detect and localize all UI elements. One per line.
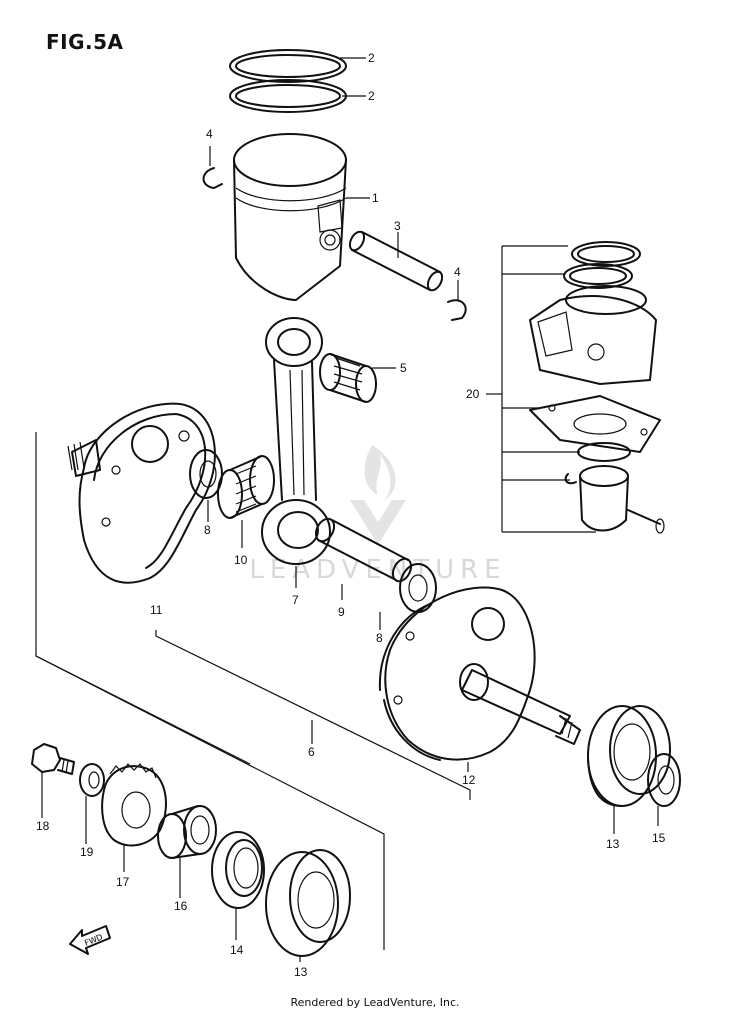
callout-7: 7: [292, 593, 299, 607]
crankshaft-left: [67, 402, 216, 584]
callout-8a: 8: [204, 523, 211, 537]
crankshaft-assembly-bracket: [35, 432, 471, 950]
callout-14: 14: [230, 943, 244, 957]
circlip-right: [447, 299, 467, 321]
thrust-washer-left: [189, 449, 223, 499]
callout-20: 20: [466, 387, 480, 401]
callout-2a: 2: [368, 51, 375, 65]
fwd-arrow: FWD: [69, 925, 111, 955]
connecting-rod: [261, 317, 331, 565]
piston-pin: [348, 230, 444, 292]
callout-6: 6: [308, 745, 315, 759]
piston: [233, 133, 347, 301]
circlip-left: [202, 167, 223, 189]
callout-15: 15: [652, 831, 666, 845]
callout-8b: 8: [376, 631, 383, 645]
spacer: [157, 805, 217, 859]
callout-19: 19: [80, 845, 94, 859]
callout-1: 1: [372, 191, 379, 205]
callout-numbers: 2 2 4 1 3 4 5 20 8 10 7 9 11 8 6 12 13 1…: [36, 51, 666, 979]
callout-12: 12: [462, 773, 476, 787]
figure-title: FIG.5A: [46, 30, 124, 54]
primary-gear: [101, 763, 167, 847]
footer-credit: Rendered by LeadVenture, Inc.: [290, 996, 460, 1009]
piston-rings: [229, 49, 347, 113]
callout-18: 18: [36, 819, 50, 833]
callout-4a: 4: [206, 127, 213, 141]
oil-seal-right: [647, 753, 681, 807]
callout-13a: 13: [294, 965, 308, 979]
leader-lines: [41, 57, 659, 962]
oil-seal-left: [211, 831, 265, 909]
nut: [31, 743, 75, 775]
callout-5: 5: [400, 361, 407, 375]
big-end-bearing: [217, 455, 275, 519]
callout-3: 3: [394, 219, 401, 233]
crankshaft-bearing-left: [265, 849, 351, 957]
callout-17: 17: [116, 875, 130, 889]
crankshaft-bearing-right: [587, 705, 671, 807]
callout-16: 16: [174, 899, 188, 913]
callout-9: 9: [338, 605, 345, 619]
callout-13b: 13: [606, 837, 620, 851]
crankshaft-right: [378, 586, 581, 761]
crank-pin: [314, 517, 413, 583]
callout-4b: 4: [454, 265, 461, 279]
cylinder-kit: [501, 241, 665, 534]
small-end-bearing: [319, 353, 377, 403]
callout-2b: 2: [368, 89, 375, 103]
washer: [79, 763, 105, 797]
callout-10: 10: [234, 553, 248, 567]
callout-11: 11: [150, 603, 163, 617]
